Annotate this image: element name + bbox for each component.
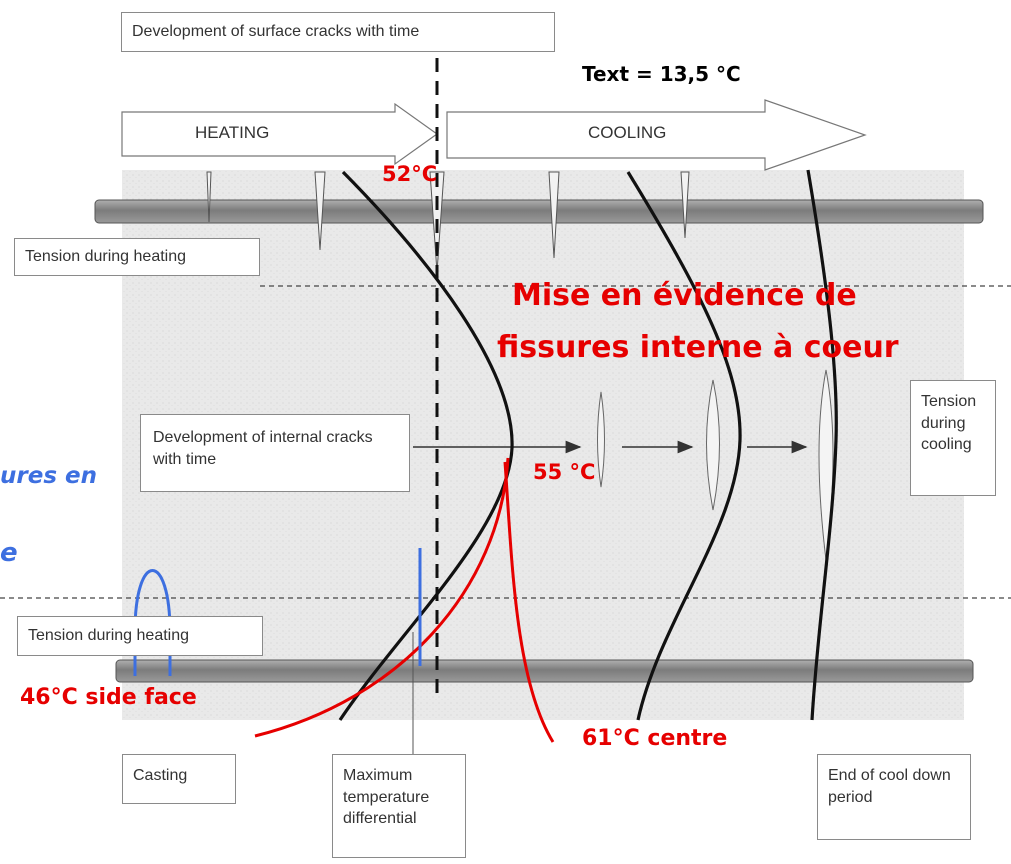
blue-left-text-1: ures en [0,463,97,489]
internal-cracks-label: Development of internal cracks with time [153,429,373,468]
tension-heating-top-box: Tension during heating [14,238,260,276]
internal-cracks-note-line1: Mise en évidence de [512,278,857,313]
tension-cooling-box: Tension during cooling [910,380,996,496]
tension-heating-bottom-box: Tension during heating [17,616,263,656]
max-temp-diff-label: Maximum temperature differential [343,767,430,828]
temp-55-label: 55 °C [533,460,596,484]
profile-cooling-2 [806,169,838,721]
crack-icon [680,171,690,239]
casting-label: Casting [133,767,188,784]
internal-cracks [597,369,834,561]
profile-cooling-1 [626,171,742,721]
external-temperature-label: Text = 13,5 °C [582,62,741,86]
cooling-text: COOLING [588,123,667,142]
internal-cracks-box: Development of internal cracks with time [140,414,410,492]
casting-box: Casting [122,754,236,804]
internal-cracks-note-line2: fissures interne à coeur [497,330,899,365]
temp-46-side-face-label: 46°C side face [20,685,197,710]
stress-profiles [338,169,838,721]
temperature-curves [254,457,555,743]
cooling-arrow [446,99,867,171]
temp-61-centre-label: 61°C centre [582,726,728,751]
end-cool-down-label: End of cool down period [828,767,951,806]
top-reinforcement-bar [94,199,984,224]
bottom-reinforcement-bar [115,659,974,683]
title-box: Development of surface cracks with time [121,12,555,52]
tension-heating-top-label: Tension during heating [25,248,187,265]
crack-icon [206,171,212,223]
tension-cooling-label: Tension during cooling [921,393,977,454]
title-text: Development of surface cracks with time [132,23,420,40]
tension-heating-bottom-label: Tension during heating [28,627,190,644]
blue-left-text-2: e [0,538,18,568]
heating-arrow [121,102,439,166]
crack-icon [706,379,720,511]
centre-temperature-curve [503,461,555,743]
blue-markers [133,548,422,676]
crack-icon [314,171,326,251]
crack-icon [597,391,605,488]
crack-icon [548,171,560,259]
heating-text: HEATING [195,123,270,142]
profile-max-differential [338,170,514,721]
cooling-label: COOLING [588,122,666,145]
blue-arch [133,569,172,676]
temp-52-label: 52°C [382,162,438,186]
heating-label: HEATING [195,122,269,145]
end-cool-down-box: End of cool down period [817,754,971,840]
max-temp-diff-box: Maximum temperature differential [332,754,466,858]
side-face-temperature-curve [254,457,510,738]
